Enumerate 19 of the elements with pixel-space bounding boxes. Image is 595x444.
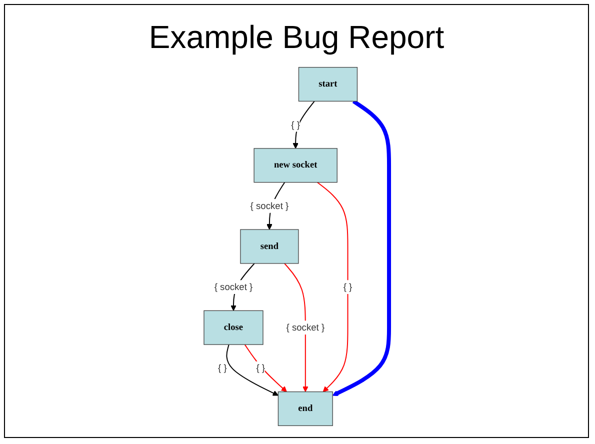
edge-label: { socket }	[214, 281, 253, 292]
arrow	[244, 344, 287, 392]
node-box: new socket	[254, 148, 338, 183]
node-box: start	[298, 66, 358, 102]
edge-label: { socket }	[286, 322, 325, 333]
arrow	[316, 182, 348, 392]
slide-title: Example Bug Report	[148, 19, 444, 56]
edge-label: { }	[256, 362, 266, 374]
node-box: send	[240, 229, 299, 264]
node-box: end	[278, 391, 333, 426]
arrow	[226, 344, 278, 396]
arrow	[292, 100, 315, 149]
arrow	[284, 262, 308, 392]
node-box: close	[204, 310, 264, 345]
arrow	[332, 100, 392, 396]
edge-label: { }	[291, 119, 300, 130]
edge-label: { socket }	[250, 200, 289, 211]
edge-label: { }	[343, 281, 352, 292]
edge-label: { }	[218, 362, 227, 374]
